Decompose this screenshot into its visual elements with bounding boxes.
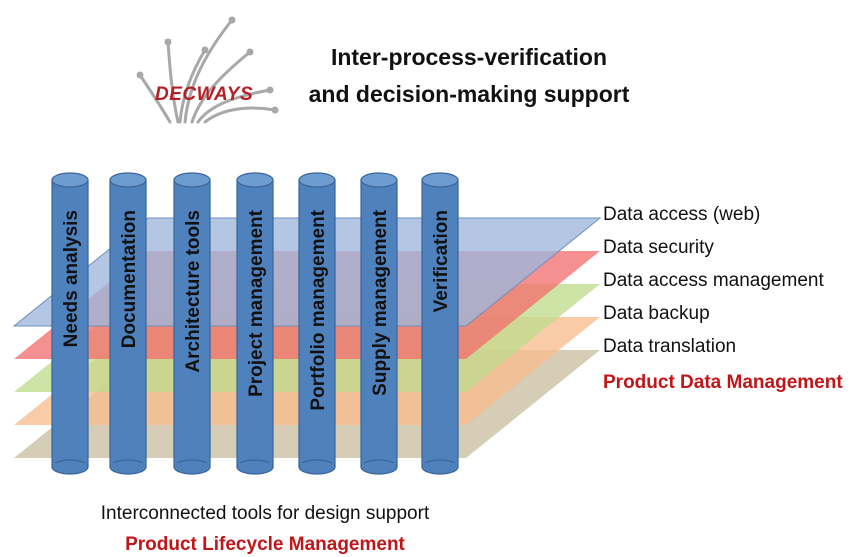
tool-pillar: Portfolio management bbox=[298, 172, 336, 475]
layer-label-security: Data security bbox=[603, 237, 714, 258]
layer-label-translation: Data translation bbox=[603, 336, 737, 357]
tool-pillar: Supply management bbox=[360, 172, 398, 475]
tool-pillar: Project management bbox=[236, 172, 274, 475]
bottom-caption: Interconnected tools for design support bbox=[100, 503, 430, 524]
tool-pillar: Architecture tools bbox=[173, 172, 211, 475]
layer-label-access-management: Data access management bbox=[603, 270, 824, 291]
tool-pillars: Needs analysis Documentation Architecture … bbox=[51, 172, 459, 475]
tool-pillar-label: Documentation bbox=[119, 210, 140, 348]
title-line-2: and decision-making support bbox=[308, 81, 630, 107]
product-lifecycle-management-label: Product Lifecycle Management bbox=[125, 534, 405, 555]
tool-pillar-label: Verification bbox=[431, 210, 452, 312]
tool-pillar-label: Architecture tools bbox=[183, 210, 204, 373]
tool-pillar-label: Needs analysis bbox=[61, 210, 82, 347]
layer-label-backup: Data backup bbox=[603, 303, 710, 324]
tool-pillar: Documentation bbox=[109, 172, 147, 475]
logo-arrows-icon bbox=[136, 16, 279, 124]
product-data-management-label: Product Data Management bbox=[603, 372, 843, 393]
decways-logo-text: DECWAYS bbox=[155, 84, 254, 105]
tool-pillar: Needs analysis bbox=[51, 172, 89, 475]
tool-pillar-label: Portfolio management bbox=[308, 209, 329, 410]
tool-pillar-label: Project management bbox=[246, 209, 267, 397]
layer-label-web: Data access (web) bbox=[603, 204, 761, 225]
title-line-1: Inter-process-verification bbox=[330, 44, 608, 70]
tool-pillar: Verification bbox=[421, 172, 459, 475]
tool-pillar-label: Supply management bbox=[370, 209, 391, 395]
